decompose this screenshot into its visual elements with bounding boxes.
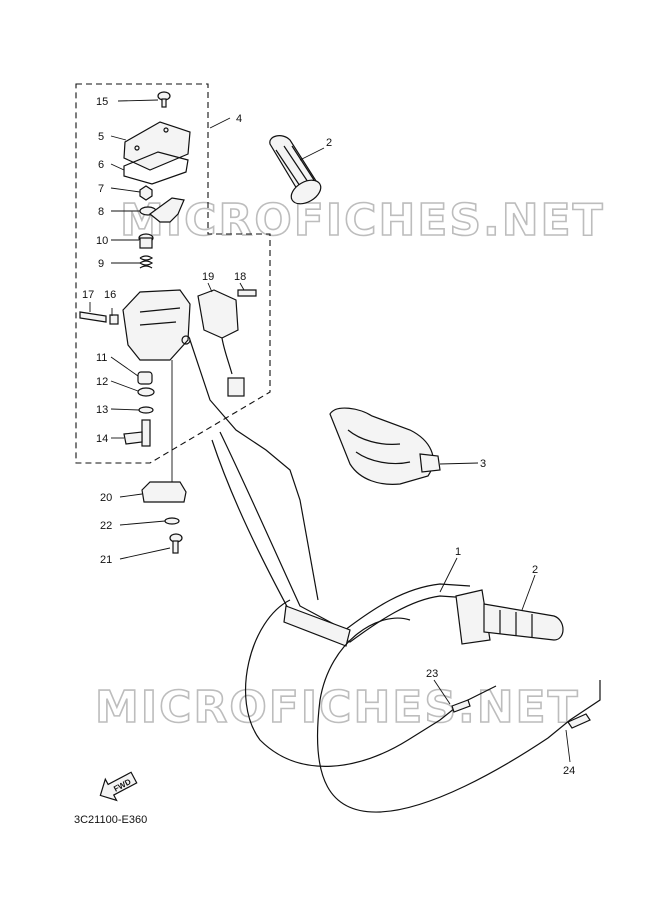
callout-24: 24 xyxy=(563,765,575,777)
cable-24 xyxy=(316,617,601,813)
bolt-21 xyxy=(169,533,183,554)
callout-22: 22 xyxy=(100,520,112,532)
callout-11: 11 xyxy=(96,352,107,364)
shaft-14 xyxy=(123,419,151,447)
callout-7: 7 xyxy=(98,183,104,195)
nut-7 xyxy=(139,185,153,201)
callout-6: 6 xyxy=(98,159,104,171)
callout-4: 4 xyxy=(236,113,242,125)
callout-14: 14 xyxy=(96,433,108,445)
screw-15 xyxy=(157,91,171,108)
cover-5 xyxy=(123,121,191,171)
callout-5: 5 xyxy=(98,131,104,143)
cable-main xyxy=(189,339,319,601)
clamp-20 xyxy=(141,481,187,503)
callout-23: 23 xyxy=(426,668,438,680)
fwd-arrow-icon: FWD xyxy=(99,771,138,802)
collar-11 xyxy=(137,371,153,385)
grip-2-top xyxy=(269,135,322,205)
callout-18: 18 xyxy=(234,271,246,283)
washer-13 xyxy=(138,406,154,414)
watermark-bottom: MICROFICHES.NET xyxy=(95,682,580,733)
callout-8: 8 xyxy=(98,206,104,218)
handlebar-1 xyxy=(211,431,471,647)
callout-10: 10 xyxy=(96,235,108,247)
cable-23 xyxy=(245,599,497,767)
bolt-17 xyxy=(79,311,107,323)
lever-plate-8 xyxy=(139,197,185,223)
callout-20: 20 xyxy=(100,492,112,504)
callout-21: 21 xyxy=(100,554,112,566)
callout-17: 17 xyxy=(82,289,94,301)
callout-15: 15 xyxy=(96,96,108,108)
gasket-6 xyxy=(123,151,189,185)
callout-9: 9 xyxy=(98,258,104,270)
callout-1: 1 xyxy=(455,546,461,558)
callout-3: 3 xyxy=(480,458,486,470)
callout-19: 19 xyxy=(202,271,214,283)
diagram-code: 3C21100-E360 xyxy=(74,814,147,826)
callout-13: 13 xyxy=(96,404,108,416)
assembly-boundary xyxy=(75,83,271,464)
callout-16: 16 xyxy=(104,289,116,301)
callout-2-right: 2 xyxy=(532,564,538,576)
collar-10 xyxy=(138,233,154,249)
washer-12 xyxy=(137,387,155,397)
throttle-housing xyxy=(122,289,191,361)
spring-9 xyxy=(139,255,154,269)
switch-19 xyxy=(197,289,245,397)
handguard-3 xyxy=(329,407,441,485)
callout-12: 12 xyxy=(96,376,108,388)
washer-22 xyxy=(164,517,180,525)
screw-18 xyxy=(237,289,257,297)
grip-2-right xyxy=(455,589,564,645)
callout-2-top: 2 xyxy=(326,137,332,149)
nut-16 xyxy=(109,314,119,325)
watermark-top: MICROFICHES.NET xyxy=(120,195,605,246)
